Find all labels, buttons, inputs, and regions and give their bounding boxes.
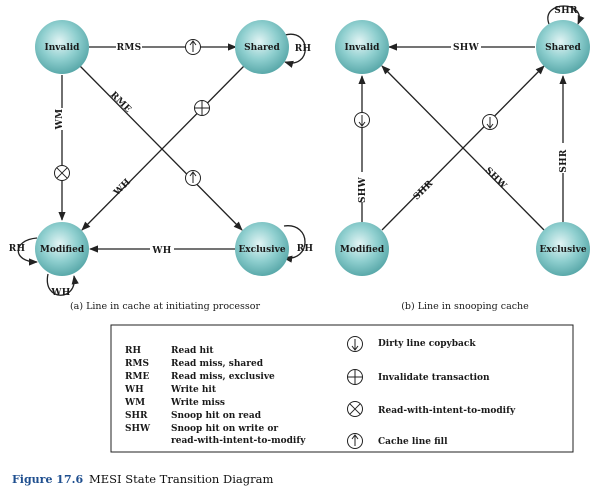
state-label: Exclusive <box>238 245 285 255</box>
state-label: Invalid <box>45 43 81 53</box>
edge-label-wh-diagonal: WH <box>112 177 134 199</box>
legend-meaning: Snoop hit on write or <box>171 424 278 434</box>
legend-meaning: Read miss, exclusive <box>171 372 275 382</box>
legend-abbreviations: RH Read hit RMS Read miss, shared RME Re… <box>124 346 306 446</box>
loop-modified-wh <box>46 273 79 296</box>
state-invalid-b: Invalid <box>335 20 389 74</box>
diagram-a: Invalid Shared Modified Exclusive RMS RM… <box>9 20 314 312</box>
legend-symbol-meaning: Dirty line copyback <box>378 339 476 349</box>
edge-label-rme: RME <box>108 90 133 115</box>
state-exclusive-b: Exclusive <box>536 222 590 276</box>
legend-symbol-meaning: Cache line fill <box>378 437 448 447</box>
edge-label-wm: WM <box>55 109 65 131</box>
state-modified-b: Modified <box>335 222 389 276</box>
legend-code: WH <box>124 385 144 395</box>
legend-meaning: Write miss <box>170 398 225 408</box>
legend-meaning: Write hit <box>170 385 217 395</box>
up-arrow-circle-icon <box>347 433 363 449</box>
legend-meaning: Read hit <box>171 346 214 356</box>
legend: RH Read hit RMS Read miss, shared RME Re… <box>110 324 574 453</box>
edge-invalid-to-exclusive-rme <box>79 65 243 231</box>
state-shared-a: Shared <box>235 20 289 74</box>
loop-label-rh-modified: RH <box>9 244 26 254</box>
state-label: Modified <box>40 245 85 255</box>
legend-code: WM <box>124 398 145 408</box>
legend-meaning: Read miss, shared <box>171 359 264 369</box>
legend-symbol-meaning: Invalidate transaction <box>378 373 490 383</box>
loop-shared-rh <box>284 33 306 68</box>
loop-modified-rh <box>17 237 38 266</box>
edge-label-shr-right: SHR <box>559 149 569 173</box>
edge-exclusive-to-invalid-shw <box>381 65 545 231</box>
loop-exclusive-rh <box>283 225 306 263</box>
loop-label-wh-modified: WH <box>50 288 70 298</box>
loop-label-rh-exclusive: RH <box>297 244 314 254</box>
edge-shared-to-modified-wh <box>81 65 245 231</box>
legend-meaning: Snoop hit on read <box>171 411 262 421</box>
legend-symbol-meaning: Read-with-intent-to-modify <box>378 406 516 416</box>
edge-label-shw-top: SHW <box>453 43 480 53</box>
legend-symbols: Dirty line copyback Invalidate transacti… <box>347 336 516 449</box>
state-label: Shared <box>545 43 581 53</box>
down-arrow-circle-icon <box>482 114 498 130</box>
edge-label-rms: RMS <box>117 43 142 53</box>
loop-shared-shr <box>547 5 585 25</box>
legend-code: RME <box>125 372 149 382</box>
legend-code: SHW <box>125 424 151 434</box>
plus-circle-icon <box>347 369 363 385</box>
up-arrow-circle-icon <box>185 39 201 55</box>
legend-code: SHR <box>125 411 148 421</box>
legend-box <box>110 324 574 453</box>
state-label: Modified <box>340 245 385 255</box>
loop-label-shr-shared: SHR <box>554 6 578 16</box>
legend-code: RMS <box>125 359 149 369</box>
loop-label-rh-shared: RH <box>295 44 312 54</box>
down-arrow-circle-icon <box>347 336 363 352</box>
figure-number: Figure 17.6 <box>12 473 83 486</box>
state-label: Invalid <box>345 43 381 53</box>
legend-code: RH <box>125 346 141 356</box>
state-invalid-a: Invalid <box>35 20 89 74</box>
x-circle-icon <box>54 165 70 181</box>
edge-label-shr-diagonal: SHR <box>412 179 436 203</box>
edge-label-shw-diagonal: SHW <box>483 166 509 192</box>
state-shared-b: Shared <box>536 20 590 74</box>
edge-label-shw-left: SHW <box>358 176 368 203</box>
state-exclusive-a: Exclusive <box>235 222 289 276</box>
plus-circle-icon <box>194 100 210 116</box>
edge-label-wh-bottom: WH <box>151 246 171 256</box>
down-arrow-circle-icon <box>354 112 370 128</box>
state-label: Shared <box>244 43 280 53</box>
state-label: Exclusive <box>539 245 586 255</box>
x-circle-icon <box>347 401 363 417</box>
legend-meaning-continuation: read-with-intent-to-modify <box>171 436 306 446</box>
diagram-b: Invalid Shared Modified Exclusive SHW SH… <box>335 5 590 312</box>
state-modified-a: Modified <box>35 222 89 276</box>
figure-caption: Figure 17.6 MESI State Transition Diagra… <box>12 472 273 486</box>
caption-a: (a) Line in cache at initiating processo… <box>70 301 260 312</box>
up-arrow-circle-icon <box>185 170 201 186</box>
caption-b: (b) Line in snooping cache <box>401 301 529 312</box>
figure-title: MESI State Transition Diagram <box>89 472 273 486</box>
